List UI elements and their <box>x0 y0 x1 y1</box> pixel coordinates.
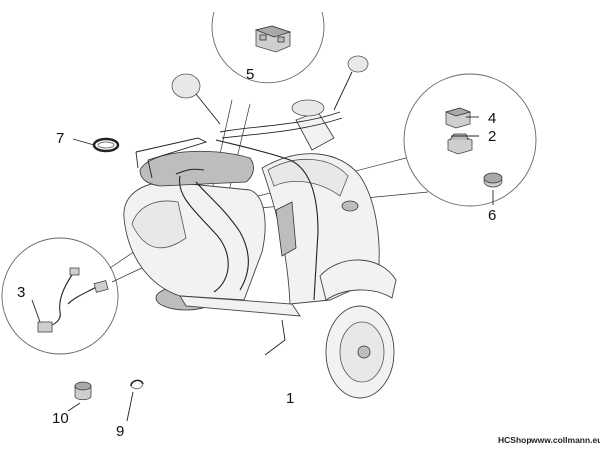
watermark-url: www.collmann.eu <box>530 435 600 445</box>
watermark-brand: HCShop <box>498 435 532 445</box>
connector-part-4-icon <box>444 107 472 129</box>
scooter-illustration <box>123 55 397 399</box>
leader-lines <box>31 116 494 422</box>
connector-part-2-icon <box>447 133 473 155</box>
callout-4: 4 <box>488 110 496 127</box>
callout-7: 7 <box>56 130 64 147</box>
relay-part-icon <box>254 25 292 53</box>
grommet-part-10-icon <box>74 381 92 401</box>
harness-part-icon <box>37 267 109 333</box>
callout-3: 3 <box>17 284 25 301</box>
grommet-part-6-icon <box>483 172 503 188</box>
callout-5: 5 <box>246 66 254 83</box>
callout-10: 10 <box>52 410 69 427</box>
callout-1: 1 <box>286 390 294 407</box>
callout-2: 2 <box>488 128 496 145</box>
callout-9: 9 <box>116 423 124 440</box>
callout-6: 6 <box>488 207 496 224</box>
clip-ring-part-icon <box>92 137 120 153</box>
clip-part-9-icon <box>130 379 144 390</box>
